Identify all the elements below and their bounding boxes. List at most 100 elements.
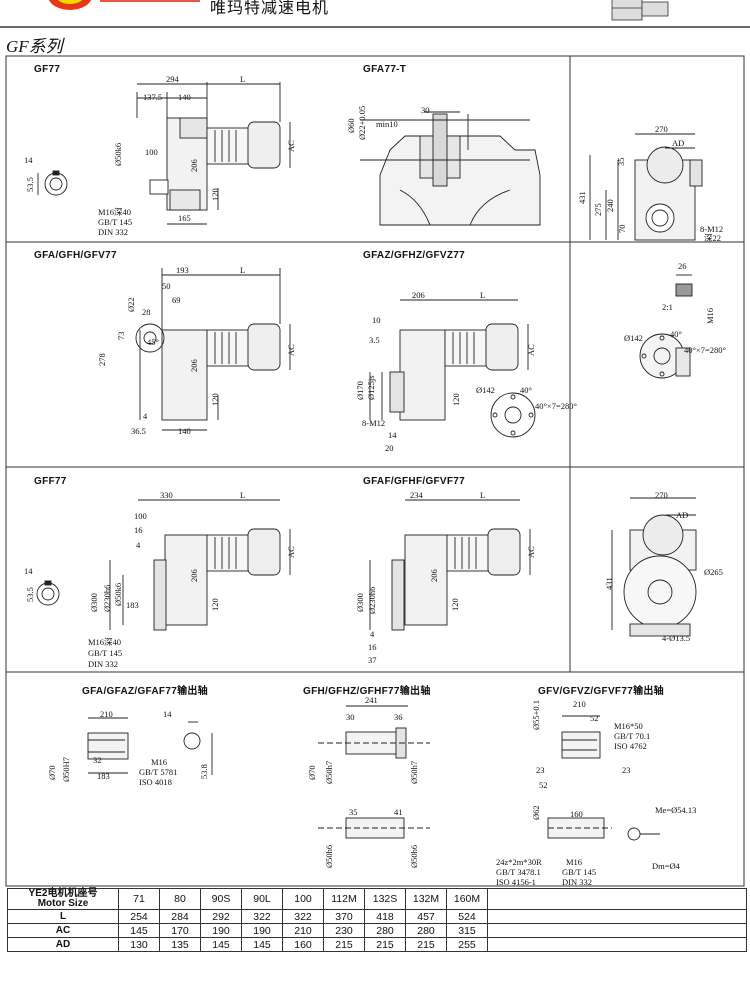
dim-gfaf-L: L — [480, 490, 486, 500]
dim-out2-d50h7-a: Ø50h7 — [324, 760, 334, 784]
dim-gff-183: 183 — [126, 600, 139, 610]
side-view-1-drawing — [589, 133, 703, 241]
dim-gfaz-d170: Ø170 — [355, 381, 365, 400]
dim-out2-d50h6-b: Ø50h6 — [409, 844, 419, 868]
dim-gff-100: 100 — [134, 511, 147, 521]
dim-out3-160: 160 — [570, 809, 583, 819]
dim-gff-330: 330 — [160, 490, 173, 500]
dim-side1-431: 431 — [577, 191, 587, 204]
dim-side1-240: 240 — [605, 199, 615, 212]
dim-gf77-14: 14 — [24, 155, 33, 165]
note-out1-2: GB/T 5781 — [139, 767, 178, 777]
dim-out3-d62: Ø62 — [531, 805, 541, 820]
table-cell: 280 — [405, 923, 447, 938]
dim-gf77-L: L — [240, 74, 246, 84]
dim-gf77-140: 140 — [178, 92, 191, 102]
dim-out1-183: 183 — [97, 771, 110, 781]
note-out3-2: GB/T 3478.1 — [496, 867, 541, 877]
dim-gfaz-L: L — [480, 290, 486, 300]
table-cell: 135 — [159, 937, 201, 952]
table-cell: 418 — [364, 909, 406, 924]
dim-gfaz-14: 14 — [388, 430, 397, 440]
dim-gfaz-120: 120 — [451, 393, 461, 406]
dim-gff-206: 206 — [189, 569, 199, 582]
panel-title-gfa-gfh-gfv77: GFA/GFH/GFV77 — [34, 250, 117, 261]
dim-gfa-206: 206 — [189, 359, 199, 372]
dim-gf77-165: 165 — [178, 213, 191, 223]
brand-name: 唯玛特减速电机 — [210, 0, 330, 17]
dim-gfaf-234: 234 — [410, 490, 423, 500]
dim-gfaz-40deg: 40° — [520, 385, 532, 395]
dim-out2-d50h7-b: Ø50h7 — [409, 760, 419, 784]
table-cell: 190 — [241, 923, 283, 938]
table-cell: 230 — [323, 923, 365, 938]
table-cell: 280 — [364, 923, 406, 938]
dim-out2-35: 35 — [349, 807, 358, 817]
output-shaft-2-drawing — [318, 705, 430, 839]
dim-gfa-69: 69 — [172, 295, 181, 305]
dim-side1-35: 35 — [616, 157, 626, 167]
dim-out2-241: 241 — [365, 695, 378, 705]
dim-side2-270: 270 — [655, 490, 668, 500]
dim-side2-4holes: 4-Ø13.5 — [662, 633, 691, 643]
table-row: AD 130 135 145 145 160 215 215 215 255 — [7, 937, 747, 952]
dim-gfaz-280deg: 40°×7=280° — [535, 401, 577, 411]
panel-title-gf77: GF77 — [34, 64, 61, 75]
dim-out1-32: 32 — [93, 755, 102, 765]
dim-gff-L: L — [240, 490, 246, 500]
table-cell: 292 — [200, 909, 242, 924]
dim-gf77-AC: AC — [286, 140, 296, 152]
dim-gf77-d50k6: Ø50k6 — [113, 142, 123, 166]
dim-gfa-AC: AC — [286, 344, 296, 356]
dim-gfa-d22: Ø22 — [126, 297, 136, 312]
dim-flange1-d142: Ø142 — [624, 333, 643, 343]
dim-gfa-28: 28 — [142, 307, 151, 317]
table-row-label: AD — [7, 937, 119, 952]
dim-flange1-280deg: 40°×7=280° — [684, 345, 726, 355]
table-cell: 284 — [159, 909, 201, 924]
dim-gfa-36-5: 36.5 — [131, 426, 146, 436]
dim-gf77-100: 100 — [145, 147, 158, 157]
panel-title-output-shaft-1: GFA/GFAZ/GFAF77输出轴 — [82, 686, 208, 697]
note-out3-6: DIN 332 — [562, 877, 592, 887]
dim-out1-53-8: 53.8 — [199, 764, 209, 779]
dim-gfaz-20: 20 — [385, 443, 394, 453]
dim-out2-30: 30 — [346, 712, 355, 722]
gff77-drawing — [36, 499, 291, 631]
dim-side1-270: 270 — [655, 124, 668, 134]
table-cell: 190 — [200, 923, 242, 938]
table-row: L 254 284 292 322 322 370 418 457 524 — [7, 909, 747, 924]
table-row: AC 145 170 190 190 210 230 280 280 315 — [7, 923, 747, 938]
dim-flange1-scale: 2:1 — [662, 302, 673, 312]
dim-out2-41: 41 — [394, 807, 403, 817]
table-cell: 370 — [323, 909, 365, 924]
dim-gff-d230: Ø230h6 — [102, 584, 112, 612]
dim-gff-14: 14 — [24, 566, 33, 576]
dim-gfaf-4: 4 — [370, 629, 375, 639]
dim-gfaz-d125: Ø125js — [366, 375, 376, 400]
dim-gfaf-AC: AC — [526, 546, 536, 558]
output-shaft-1-drawing — [87, 717, 213, 775]
dim-gf77-294: 294 — [166, 74, 179, 84]
header-gearbox-thumb — [611, 0, 669, 21]
dim-gfa-193: 193 — [176, 265, 189, 275]
dim-out1-d50H7: Ø50H7 — [61, 756, 71, 782]
dim-gfa-50: 50 — [162, 281, 171, 291]
table-cell: 255 — [446, 937, 488, 952]
table-cell: 145 — [241, 937, 283, 952]
dim-out3-m16x50: M16*50 — [614, 721, 643, 731]
dim-gff-d300: Ø300 — [89, 593, 99, 612]
dim-gfaz-206: 206 — [412, 290, 425, 300]
gf77-drawing — [37, 82, 291, 225]
note-out1-1: M16 — [151, 757, 168, 767]
panel-title-output-shaft-2: GFH/GFHZ/GFHF77输出轴 — [303, 686, 431, 697]
table-empty-cell — [487, 909, 747, 924]
dim-gfaz-3-5: 3.5 — [369, 335, 380, 345]
dim-gfa-4: 4 — [143, 411, 148, 421]
dim-gfaf-120: 120 — [450, 598, 460, 611]
note-gff-3: DIN 332 — [88, 659, 118, 669]
dim-out2-d70: Ø70 — [307, 765, 317, 780]
table-cell: 215 — [405, 937, 447, 952]
dim-gfaf-37: 37 — [368, 655, 377, 665]
table-col-header: 132M — [405, 888, 447, 910]
